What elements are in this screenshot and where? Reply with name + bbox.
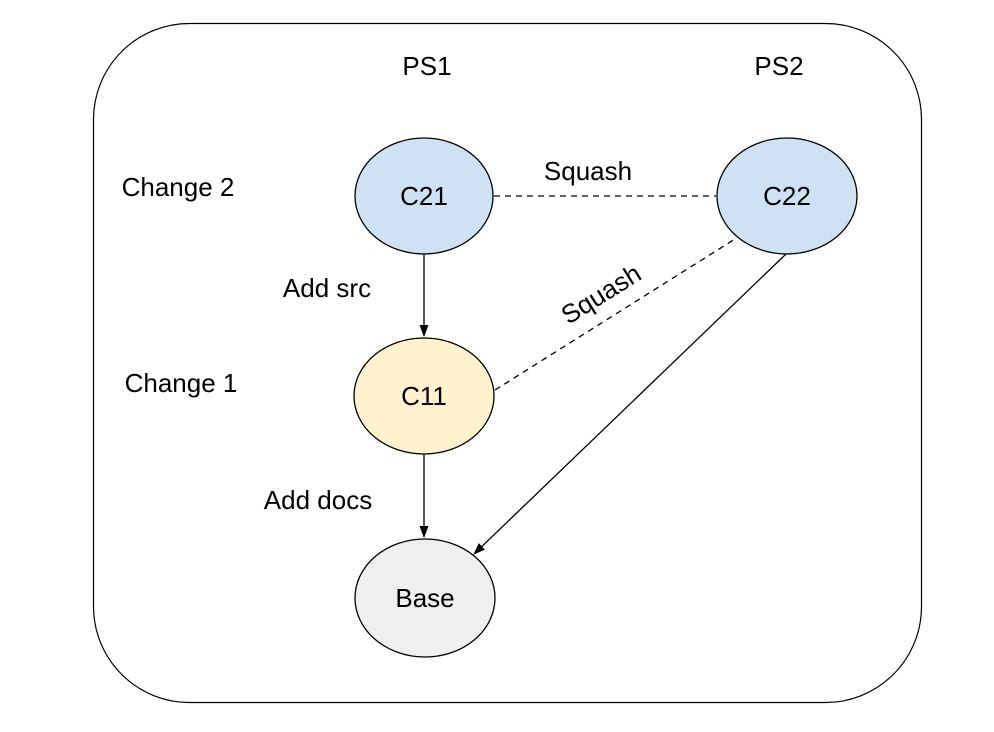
node-c21-label: C21 (400, 181, 448, 211)
column-label-ps2: PS2 (754, 51, 803, 81)
node-base-label: Base (395, 583, 454, 613)
node-c11-shape (353, 337, 495, 455)
edge-label-add-docs: Add docs (264, 485, 372, 515)
node-c22-shape (716, 137, 858, 255)
edge-label-squash-top: Squash (544, 156, 632, 186)
row-label-change1: Change 1 (125, 368, 238, 398)
row-label-change2: Change 2 (122, 172, 235, 202)
edge-label-squash-diagonal-group: Squash (556, 258, 647, 330)
edge-label-add-src: Add src (283, 273, 371, 303)
column-label-ps1: PS1 (402, 51, 451, 81)
node-c21-shape (354, 137, 494, 255)
node-c22: C22 (716, 137, 858, 255)
edge-squash-c11-c22 (494, 238, 736, 391)
node-c22-label: C22 (763, 181, 811, 211)
node-c11: C11 (353, 337, 495, 455)
node-base-shape (354, 538, 496, 658)
node-base: Base (354, 538, 496, 658)
edge-c22-to-base (473, 253, 787, 555)
outer-boundary (92, 22, 923, 704)
node-c21: C21 (354, 137, 494, 255)
edge-label-squash-diagonal: Squash (556, 258, 647, 330)
node-c11-label: C11 (401, 381, 447, 411)
